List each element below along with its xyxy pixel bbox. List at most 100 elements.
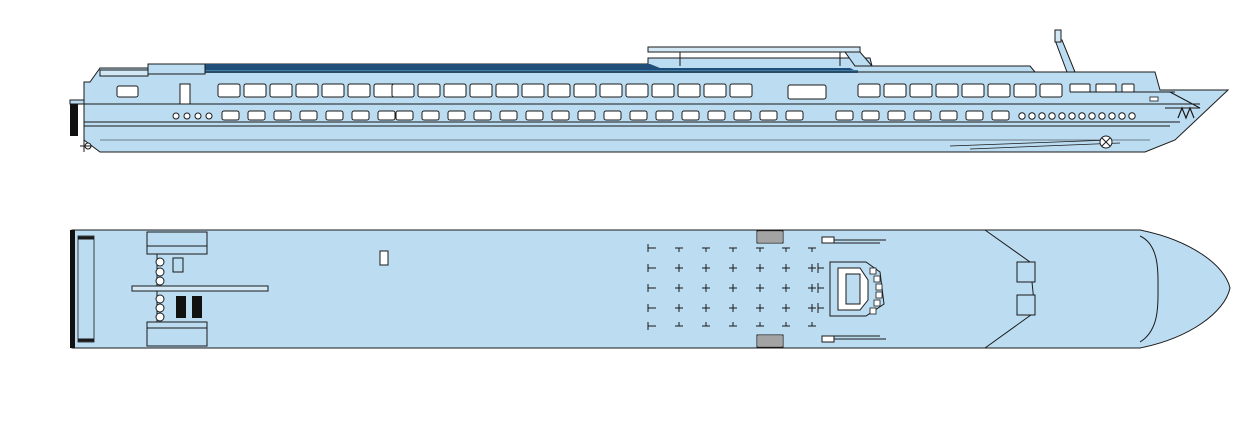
- lower-window: [939, 110, 958, 121]
- plan-deck-outline: [71, 229, 1231, 349]
- lower-window: [395, 110, 414, 121]
- bow-logo-icon: [1177, 106, 1195, 120]
- gangway-top: [756, 230, 784, 244]
- lower-window: [733, 110, 752, 121]
- stern-housing: [131, 231, 269, 347]
- lower-window: [351, 110, 370, 121]
- upper-window: [391, 83, 415, 98]
- upper-window: [443, 83, 467, 98]
- propeller-icon: [80, 140, 92, 152]
- lower-window: [473, 110, 492, 121]
- lower-window: [861, 110, 880, 121]
- stern-hatches: [176, 296, 202, 318]
- upper-window: [883, 83, 907, 98]
- side-upper-windows: [217, 83, 1135, 98]
- stern-superstructure: [99, 63, 206, 105]
- lower-window: [525, 110, 544, 121]
- side-elevation-view: [69, 29, 1230, 153]
- upper-window: [547, 83, 571, 98]
- porthole: [1068, 112, 1076, 120]
- porthole: [172, 112, 180, 120]
- plan-stern-edge: [70, 230, 75, 348]
- stern-bollards: [155, 257, 165, 322]
- lower-window: [499, 110, 518, 121]
- upper-window: [703, 83, 727, 98]
- upper-window: [1039, 83, 1063, 98]
- porthole: [1018, 112, 1026, 120]
- upper-window: [651, 83, 675, 98]
- lower-window: [377, 110, 396, 121]
- upper-window: [1069, 83, 1091, 93]
- sun-deck-canopy: [647, 46, 874, 67]
- upper-window: [295, 83, 319, 98]
- upper-window: [1095, 83, 1117, 93]
- gangway-frame: [756, 230, 784, 244]
- lower-window: [447, 110, 466, 121]
- upper-window: [347, 83, 371, 98]
- plan-booms: [821, 236, 886, 343]
- lower-window: [887, 110, 906, 121]
- upper-window: [909, 83, 933, 98]
- porthole: [1028, 112, 1036, 120]
- plan-chimney: [379, 250, 389, 266]
- lower-window: [835, 110, 854, 121]
- side-portholes: [172, 112, 1136, 120]
- lower-window: [325, 110, 344, 121]
- porthole: [1038, 112, 1046, 120]
- upper-window: [599, 83, 623, 98]
- upper-window: [217, 83, 241, 98]
- upper-window: [857, 83, 881, 98]
- upper-window: [243, 83, 267, 98]
- upper-window: [1121, 83, 1135, 93]
- upper-window: [1013, 83, 1037, 98]
- upper-window: [469, 83, 493, 98]
- porthole: [1088, 112, 1096, 120]
- lower-window: [785, 110, 804, 121]
- upper-window: [935, 83, 959, 98]
- lower-window: [577, 110, 596, 121]
- upper-window: [269, 83, 293, 98]
- lower-window: [273, 110, 292, 121]
- side-vent: [1149, 96, 1159, 102]
- lower-window: [913, 110, 932, 121]
- plan-bow-structure: [984, 229, 1036, 349]
- plan-wheelhouse: [829, 261, 885, 317]
- porthole: [205, 112, 213, 120]
- lower-window: [603, 110, 622, 121]
- upper-window: [417, 83, 441, 98]
- lower-window: [551, 110, 570, 121]
- porthole: [1048, 112, 1056, 120]
- porthole: [183, 112, 191, 120]
- bow-mast: [1054, 29, 1076, 73]
- porthole: [1098, 112, 1106, 120]
- lower-window: [655, 110, 674, 121]
- lower-window: [421, 110, 440, 121]
- upper-window: [987, 83, 1011, 98]
- lower-window: [247, 110, 266, 121]
- wheelhouse-seat: [875, 283, 883, 291]
- wheelhouse-seat: [869, 267, 877, 275]
- wheelhouse-seat: [873, 299, 881, 307]
- lower-window: [965, 110, 984, 121]
- lounge-window: [787, 84, 827, 100]
- porthole: [1118, 112, 1126, 120]
- lower-window: [299, 110, 318, 121]
- porthole: [1058, 112, 1066, 120]
- anchor-icon: [1099, 135, 1113, 149]
- upper-window: [961, 83, 985, 98]
- lower-window: [759, 110, 778, 121]
- lower-window: [629, 110, 648, 121]
- upper-window: [573, 83, 597, 98]
- porthole: [1108, 112, 1116, 120]
- lower-window: [991, 110, 1010, 121]
- top-plan-view: [70, 229, 1231, 349]
- lower-window: [221, 110, 240, 121]
- wheelhouse-seat: [869, 307, 877, 315]
- gangway-frame: [756, 334, 784, 348]
- upper-window: [321, 83, 345, 98]
- upper-window: [521, 83, 545, 98]
- stern-black-bar: [70, 104, 78, 136]
- lower-window: [681, 110, 700, 121]
